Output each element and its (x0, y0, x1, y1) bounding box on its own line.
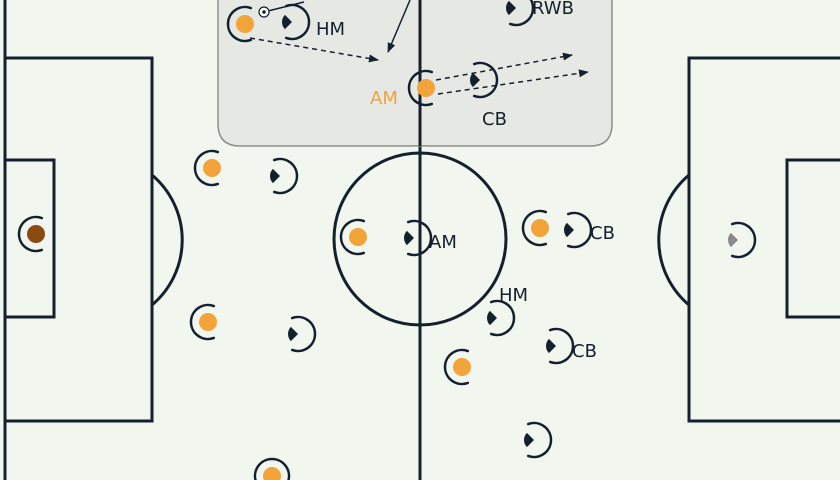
label-am-home: AM (370, 88, 398, 109)
center-circle (332, 151, 508, 327)
home-player (443, 348, 471, 386)
away-player (505, 0, 535, 27)
label-cb: CB (590, 223, 615, 244)
inset-runs (249, 0, 589, 95)
label-hm: HM (499, 285, 528, 306)
run-arrow (249, 37, 379, 63)
label-hm: HM (316, 19, 345, 40)
away-goalkeeper (728, 221, 757, 259)
left-goal-box (3, 158, 56, 319)
left-penalty-arc (151, 173, 184, 307)
right-penalty-box (687, 56, 840, 423)
home-player (193, 149, 221, 187)
label-cb: CB (482, 109, 507, 130)
away-player (403, 219, 433, 257)
pitch-markings (3, 0, 840, 480)
label-am: AM (429, 232, 457, 253)
pass-arrow (387, 0, 411, 53)
label-cb: CB (572, 341, 597, 362)
player-labels: HM RWB AM CB AM CB HM CB (316, 0, 615, 362)
home-player (226, 5, 254, 43)
run-arrow (263, 1, 305, 13)
player-markers (17, 0, 757, 480)
home-player (189, 303, 217, 341)
away-player (270, 157, 299, 195)
home-goalkeeper (17, 215, 45, 253)
right-goal-box (785, 158, 840, 319)
home-player (253, 457, 291, 480)
home-player (407, 69, 435, 107)
away-player (282, 3, 311, 41)
run-arrow (437, 69, 589, 95)
away-player (288, 315, 317, 353)
right-penalty-arc (657, 173, 690, 307)
away-player (486, 299, 516, 337)
inset-panel-background (217, 0, 613, 147)
soccer-ball-icon (258, 6, 270, 18)
away-player (546, 327, 575, 365)
away-player (564, 211, 593, 249)
left-penalty-box (3, 56, 154, 423)
home-player (521, 209, 549, 247)
label-rwb: RWB (532, 0, 574, 19)
home-player (339, 218, 367, 256)
away-player (469, 61, 499, 99)
away-player (524, 421, 553, 459)
inset-panel (217, 0, 613, 147)
